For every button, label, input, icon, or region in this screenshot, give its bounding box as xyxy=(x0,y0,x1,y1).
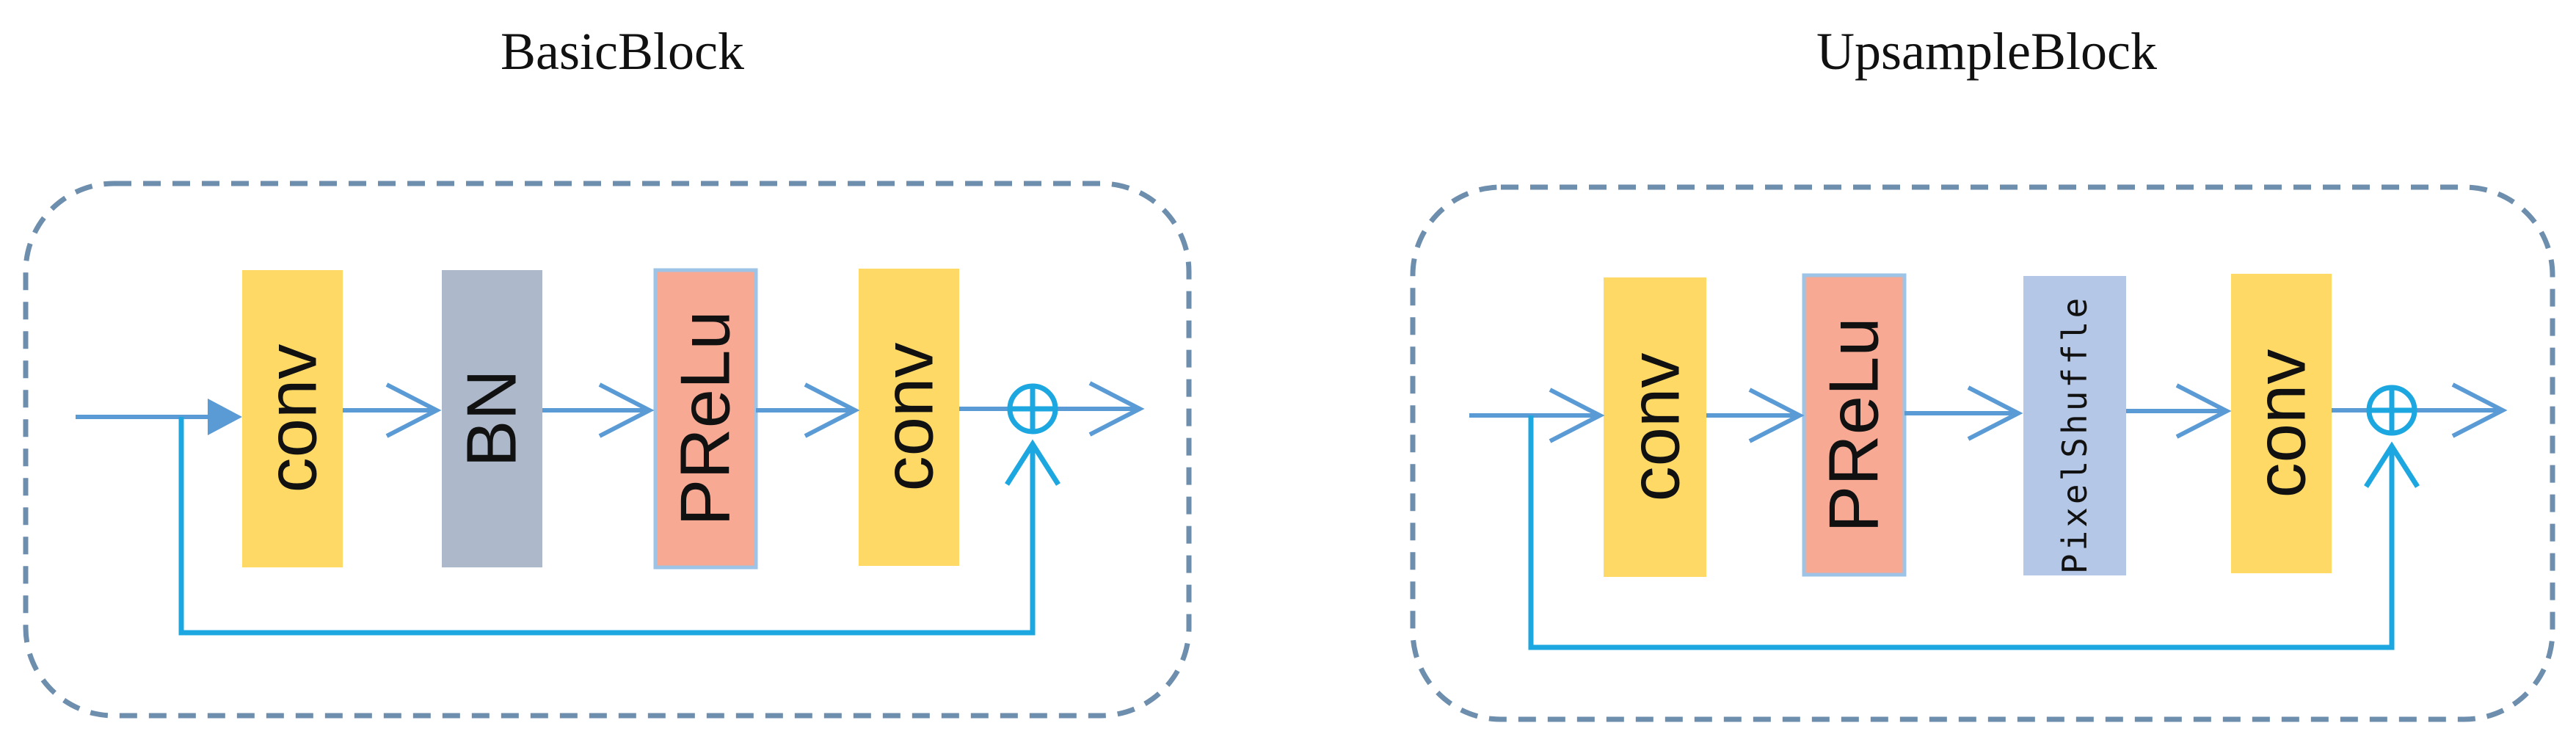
basic-prelu-box xyxy=(653,268,758,570)
basic-output-arrow-icon xyxy=(1057,381,1145,437)
basic-block-title: BasicBlock xyxy=(501,22,744,81)
upsample-arrow-1-icon xyxy=(1706,388,1805,443)
upsample-block-title: UpsampleBlock xyxy=(1816,22,2157,81)
upsample-prelu-box xyxy=(1802,273,1907,577)
basic-arrow-3-icon xyxy=(756,382,860,438)
upsample-conv2-box xyxy=(2231,274,2332,573)
basic-bn-label: BN xyxy=(453,369,531,467)
basic-skip-arrowhead-icon xyxy=(1005,439,1060,486)
basic-conv2-label: conv xyxy=(870,343,948,492)
basic-input-arrow-icon xyxy=(208,399,242,435)
basic-arrow-2-icon xyxy=(542,382,655,438)
basic-block-container xyxy=(23,181,1192,719)
basic-skip-connection xyxy=(178,417,1060,636)
upsample-skip-arrowhead-icon xyxy=(2364,441,2420,488)
upsample-arrow-3-icon xyxy=(2126,383,2232,439)
upsample-prelu-label: PReLu xyxy=(1815,317,1893,533)
basic-prelu-label: PReLu xyxy=(666,310,745,526)
upsample-sum-icon xyxy=(2366,385,2417,436)
upsample-conv2-label: conv xyxy=(2242,349,2321,498)
upsample-pixelshuffle-box xyxy=(2023,276,2126,575)
basic-conv1-box xyxy=(242,270,343,567)
basic-sum-icon xyxy=(1007,383,1058,435)
upsample-block-container xyxy=(1410,184,2555,722)
basic-conv2-box xyxy=(859,269,959,566)
basic-block-group: BasicBlock conv BN PReLu conv xyxy=(23,22,1192,719)
basic-conv1-label: conv xyxy=(253,344,332,493)
upsample-output-arrow-icon xyxy=(2416,382,2508,438)
upsample-block-group: UpsampleBlock conv PReLu PixelShuffle co… xyxy=(1410,22,2555,722)
upsample-conv1-label: conv xyxy=(1616,353,1695,502)
basic-bn-box xyxy=(442,270,542,567)
upsample-arrow-2-icon xyxy=(1904,385,2023,441)
upsample-conv1-box xyxy=(1604,277,1706,577)
basic-arrow-1-icon xyxy=(343,382,442,438)
upsample-input-arrow-icon xyxy=(1469,388,1605,443)
upsample-skip-connection xyxy=(1528,415,2420,650)
upsample-pixelshuffle-label: PixelShuffle xyxy=(2055,295,2095,574)
